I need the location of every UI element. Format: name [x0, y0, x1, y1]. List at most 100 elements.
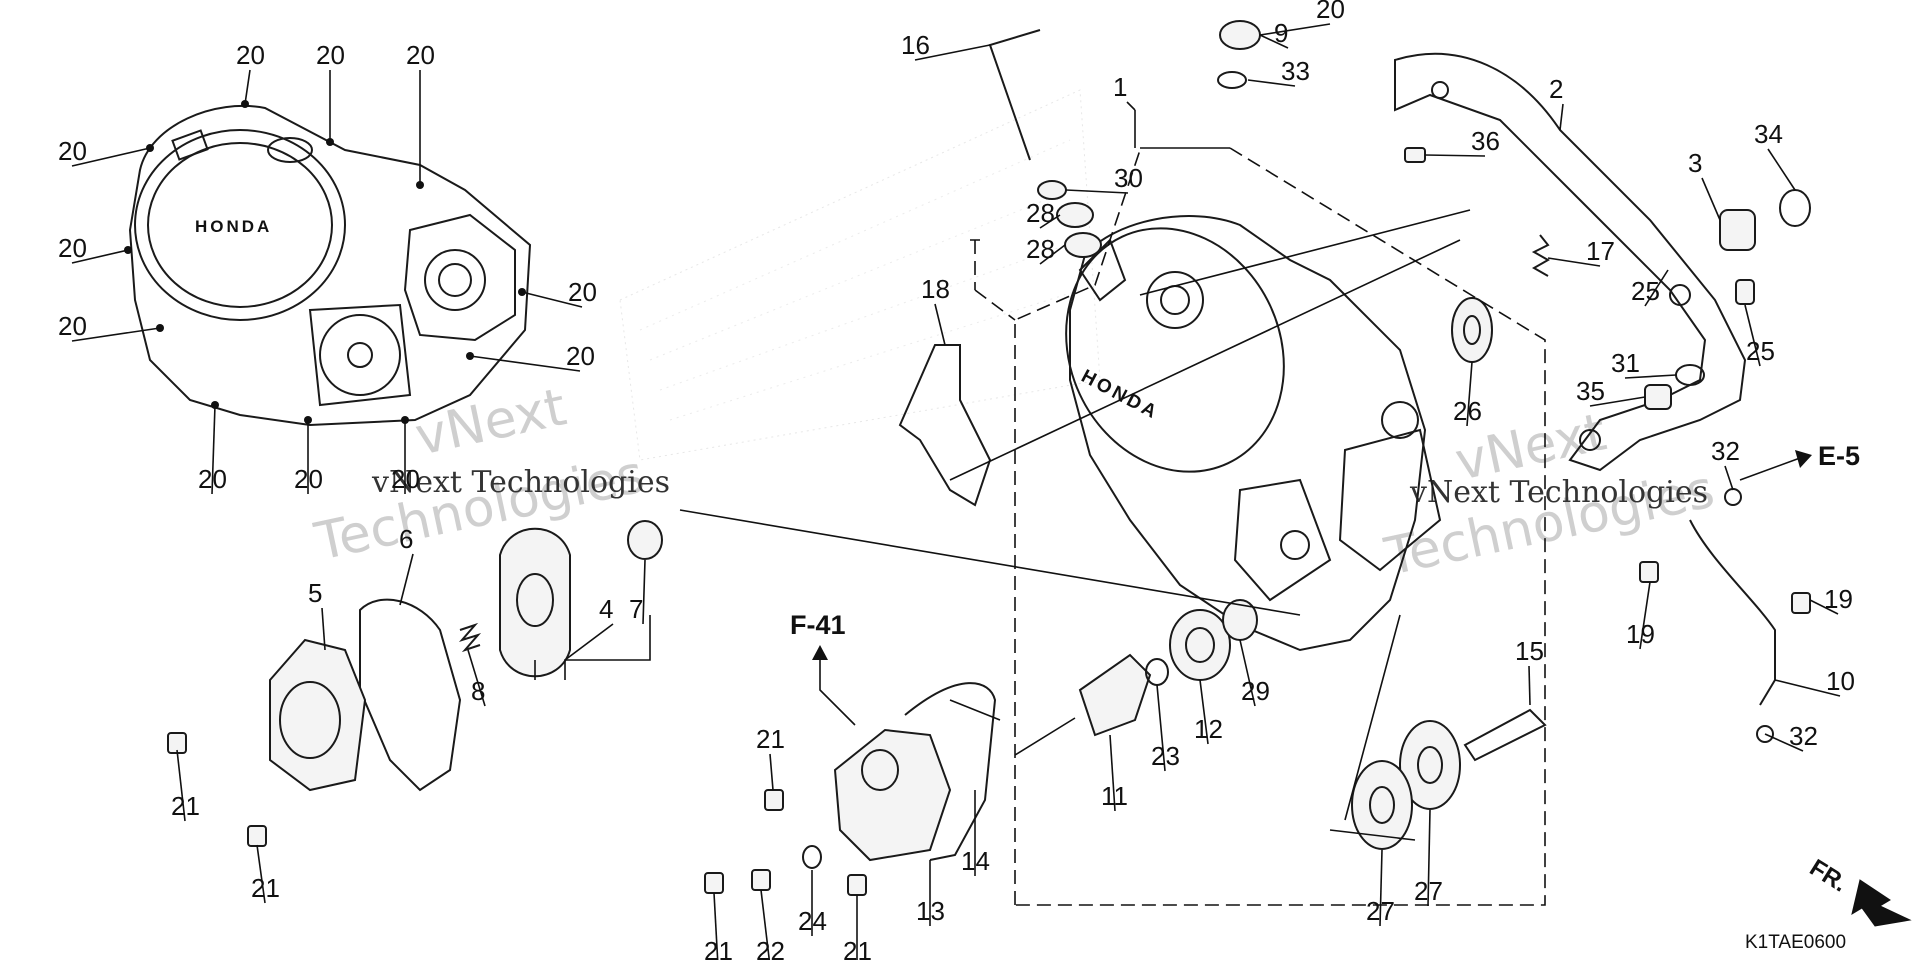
leader-line-20	[71, 249, 129, 264]
leader-line-32	[1724, 465, 1734, 491]
callout-20: 20	[294, 464, 323, 494]
callout-21: 21	[251, 873, 280, 903]
callout-20: 20	[236, 40, 265, 70]
callout-21: 21	[756, 724, 785, 754]
leader-line-31	[1624, 374, 1677, 379]
leader-line-5	[321, 607, 326, 651]
leader-line-19	[1639, 581, 1651, 650]
callout-33: 33	[1281, 56, 1310, 86]
leader-line-34	[1767, 148, 1796, 191]
callout-5: 5	[308, 578, 322, 608]
leader-line-20	[71, 147, 151, 167]
crankcase-cover-outer: HONDA	[128, 104, 532, 427]
leader-line-3	[1701, 177, 1721, 221]
leader-line-35	[1589, 396, 1646, 407]
leader-line-2	[1559, 103, 1564, 131]
callout-12: 12	[1194, 714, 1223, 744]
callout-20: 20	[568, 277, 597, 307]
callout-20: 20	[58, 311, 87, 341]
callout-20: 20	[406, 40, 435, 70]
callout-20: 20	[58, 233, 87, 263]
callout-15: 15	[1515, 636, 1544, 666]
leader-line-30	[1065, 189, 1129, 194]
leader-line-27	[1379, 849, 1383, 927]
leader-line-17	[1547, 257, 1601, 267]
leader-line-25	[1644, 269, 1669, 307]
leader-line-26	[1466, 361, 1473, 427]
callout-8: 8	[471, 676, 485, 706]
leader-line-19	[1809, 599, 1839, 615]
watermark-vnext: vNext	[410, 377, 571, 467]
callout-20: 20	[1316, 0, 1345, 24]
callout-20: 20	[391, 464, 420, 494]
callout-32: 32	[1789, 721, 1818, 751]
callout-35: 35	[1576, 376, 1605, 406]
cover-gasket	[1394, 52, 1747, 472]
callout-25: 25	[1746, 336, 1775, 366]
leader-line-29	[1239, 639, 1256, 707]
callout-19: 19	[1824, 584, 1853, 614]
leader-line-21	[769, 753, 774, 791]
leader-line-4	[564, 623, 614, 661]
reference-e5: E-5	[1739, 441, 1860, 481]
front-arrow-icon	[1851, 879, 1912, 927]
leader-line-21	[713, 892, 719, 965]
leader-line-28	[1039, 244, 1066, 265]
callout-1: 1	[1113, 72, 1127, 102]
callout-18: 18	[921, 274, 950, 304]
callout-25: 25	[1631, 276, 1660, 306]
callout-26: 26	[1453, 396, 1482, 426]
leader-line-9	[1259, 34, 1289, 49]
callout-31: 31	[1611, 348, 1640, 378]
leader-line-6	[399, 553, 414, 606]
callout-21: 21	[843, 936, 872, 960]
callout-13: 13	[916, 896, 945, 926]
honda-logo-left: HONDA	[195, 217, 272, 236]
callout-20: 20	[316, 40, 345, 70]
reference-f41-label: F-41	[790, 610, 846, 640]
leader-line-36	[1424, 154, 1486, 157]
callout-28: 28	[1026, 234, 1055, 264]
callout-20: 20	[198, 464, 227, 494]
leader-line-18	[934, 303, 946, 346]
reference-f41: F-41	[790, 610, 856, 726]
leader-line-12	[1199, 679, 1209, 745]
callout-30: 30	[1114, 163, 1143, 193]
leader-line-20	[211, 404, 216, 495]
leader-line-25	[1744, 304, 1761, 367]
watermark-technologies: Technologies	[309, 445, 649, 573]
leader-line-15	[1528, 665, 1531, 706]
leader-line-28	[1039, 214, 1061, 229]
small-parts	[167, 20, 1811, 896]
callout-11: 11	[1101, 781, 1128, 811]
callout-28: 28	[1026, 198, 1055, 228]
callout-22: 22	[756, 936, 785, 960]
callout-20: 20	[58, 136, 87, 166]
callout-4: 4	[599, 594, 613, 624]
callout-36: 36	[1471, 126, 1500, 156]
leader-line-27	[1427, 809, 1431, 907]
callout-20: 20	[566, 341, 595, 371]
callout-23: 23	[1151, 741, 1180, 771]
drawing-code: K1TAE0600	[1745, 932, 1846, 953]
callout-24: 24	[798, 906, 827, 936]
callout-7: 7	[629, 594, 643, 624]
leader-line-1	[1126, 101, 1136, 111]
callout-10: 10	[1826, 666, 1855, 696]
honda-logo-center: HONDA	[1078, 366, 1163, 424]
callout-leaders	[71, 23, 1841, 965]
leader-line-21	[176, 749, 186, 822]
front-direction-indicator: FR.	[1805, 854, 1912, 927]
callout-21: 21	[171, 791, 200, 821]
callout-2: 2	[1549, 74, 1563, 104]
callout-27: 27	[1366, 896, 1395, 926]
assembly-outline	[534, 110, 1546, 906]
callout-3: 3	[1688, 148, 1702, 178]
leader-line-33	[1247, 79, 1296, 87]
leader-line-20	[521, 291, 583, 308]
leader-line-21	[256, 844, 266, 904]
leader-line-20	[71, 327, 161, 342]
watermark-inline-right: vNext Technologies	[1409, 475, 1708, 510]
